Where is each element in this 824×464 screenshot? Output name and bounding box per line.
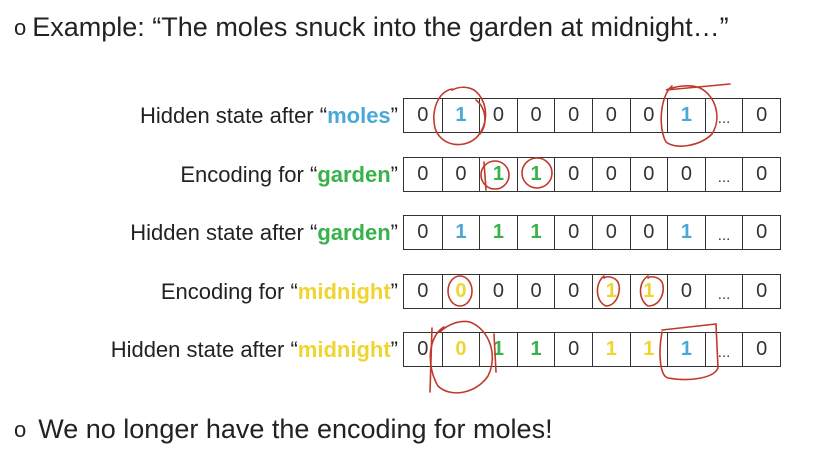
row-label: Hidden state after “moles” (140, 98, 398, 133)
vector-cell: 1 (479, 158, 517, 191)
row-label: Encoding for “garden” (180, 157, 398, 192)
vector-cell: 0 (417, 338, 429, 360)
row-label-prefix: Hidden state after “ (110, 337, 298, 362)
vector-cell: 0 (417, 163, 429, 185)
row-label-word: garden (317, 162, 391, 187)
vector-cell: 0 (742, 333, 780, 366)
row-label-prefix: Encoding for “ (160, 279, 298, 304)
vector-cell: 0 (516, 275, 555, 308)
vector-cell: 1 (516, 216, 555, 249)
vector-cell: 0 (554, 275, 592, 308)
vector-cell: 1 (629, 333, 668, 366)
vector-cell: 1 (441, 216, 480, 249)
vector-cell: 1 (516, 158, 555, 191)
bullet-conclusion: o We no longer have the encoding for mol… (14, 414, 553, 445)
vector-cell: 1 (479, 216, 517, 249)
bullet-text: Example: “The moles snuck into the garde… (32, 12, 729, 42)
vector-cell: 0 (629, 158, 668, 191)
vector-cell: 0 (629, 99, 668, 132)
vector-cell: 0 (554, 333, 592, 366)
bullet-example: o Example: “The moles snuck into the gar… (14, 12, 729, 43)
vector-cell: 0 (591, 99, 630, 132)
row-label: Encoding for “midnight” (161, 274, 398, 309)
vector-cell: 0 (742, 158, 780, 191)
row-label-prefix: Hidden state after “ (130, 220, 318, 245)
vector-cell: 0 (629, 216, 668, 249)
row-label: Hidden state after “garden” (130, 215, 398, 250)
vector-cell: 0 (479, 99, 517, 132)
vector-cell: 0 (417, 280, 429, 302)
vector-cell: 1 (441, 99, 480, 132)
row-label-word: garden (317, 220, 391, 245)
vector-cell: 0 (417, 221, 429, 243)
vector-cell: 1 (479, 333, 517, 366)
row-label-word: midnight (297, 279, 391, 304)
row-label-suffix: ” (390, 279, 398, 304)
row-label-suffix: ” (390, 103, 398, 128)
vector-cell: 0 (479, 275, 517, 308)
vector-cell: 0 (591, 158, 630, 191)
row-label-suffix: ” (390, 337, 398, 362)
vector-cell: 1 (629, 275, 668, 308)
vector-cell: 1 (667, 216, 705, 249)
vector-cell: 0 (441, 333, 480, 366)
vector-cell: 0 (742, 275, 780, 308)
bullet-mark: o (14, 416, 27, 442)
vector-cell: 1 (667, 99, 705, 132)
row-label-suffix: ” (390, 220, 398, 245)
vector-cell: 1 (516, 333, 555, 366)
vector-cell-ellipsis: ... (704, 158, 743, 191)
vector-cell-ellipsis: ... (704, 216, 743, 249)
bullet-text: We no longer have the encoding for moles… (38, 414, 553, 444)
vector-cell: 1 (591, 275, 630, 308)
row-label-prefix: Encoding for “ (180, 162, 318, 187)
vector-cell: 0 (441, 275, 480, 308)
row-label: Hidden state after “midnight” (111, 332, 398, 367)
vector-cell: 0 (554, 99, 592, 132)
vector-cell: 1 (591, 333, 630, 366)
vector-cell: 0 (742, 216, 780, 249)
vector-cell: 0 (667, 158, 705, 191)
vector-cell: 1 (667, 333, 705, 366)
row-label-prefix: Hidden state after “ (139, 103, 328, 128)
vector-cell: 0 (591, 216, 630, 249)
vector-cell-ellipsis: ... (704, 333, 743, 366)
row-label-word: midnight (297, 337, 391, 362)
vector-cell: 0 (667, 275, 705, 308)
vector-cell: 0 (441, 158, 480, 191)
vector-cell-ellipsis: ... (704, 275, 743, 308)
vector-cell: 0 (554, 216, 592, 249)
bullet-mark: o (14, 14, 27, 40)
vector-cell: 0 (417, 104, 429, 126)
row-label-word: moles (327, 103, 391, 128)
vector-cell-ellipsis: ... (704, 99, 743, 132)
vector-cell: 0 (516, 99, 555, 132)
row-label-suffix: ” (390, 162, 398, 187)
vector-cell: 0 (742, 99, 780, 132)
vector-cell: 0 (554, 158, 592, 191)
